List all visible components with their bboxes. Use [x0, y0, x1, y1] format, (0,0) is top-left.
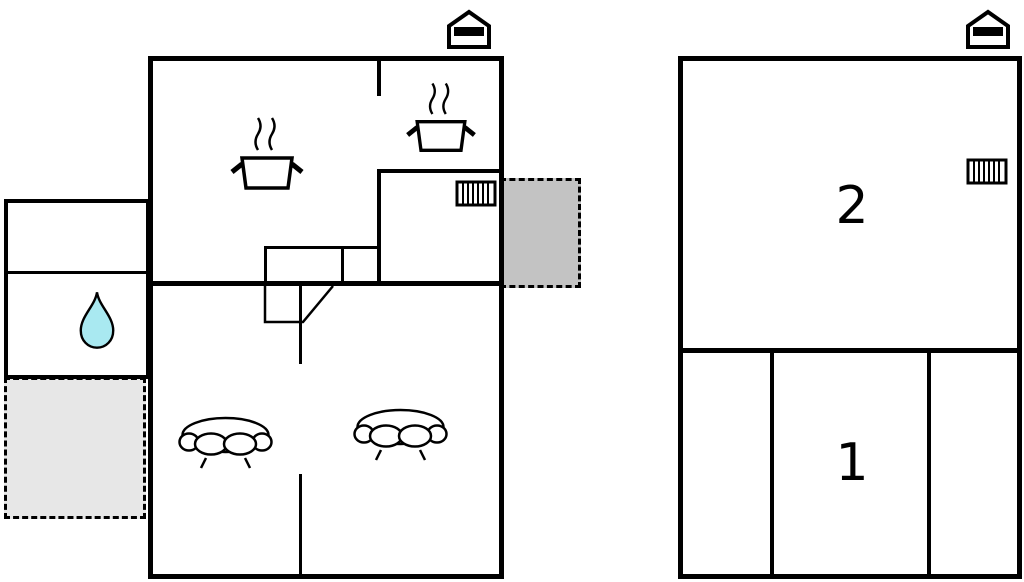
annex-room: [4, 199, 150, 379]
radiator-icon: [966, 158, 1008, 185]
room-label-2: 2: [835, 176, 869, 236]
wall: [299, 474, 302, 579]
cooking-pot-icon: [402, 74, 480, 156]
door-swing: [263, 284, 337, 326]
wall: [377, 169, 504, 173]
stairs: [264, 246, 380, 284]
wall: [678, 348, 1022, 353]
wall: [377, 169, 381, 285]
wall: [770, 353, 774, 579]
chimney-icon: [964, 8, 1012, 50]
terrace-area: [500, 178, 581, 288]
wall: [377, 56, 381, 96]
water-drop-icon: [76, 290, 118, 350]
chimney-icon: [445, 8, 493, 50]
room-label-1: 1: [835, 433, 869, 493]
cooking-pot-icon: [228, 108, 306, 194]
sofa-icon: [353, 400, 448, 462]
upper-floor-plan: [678, 56, 1022, 579]
terrace-area: [4, 377, 146, 519]
radiator-icon: [455, 180, 497, 207]
wall: [341, 246, 344, 284]
wall: [4, 271, 150, 274]
sofa-icon: [178, 408, 273, 470]
wall: [927, 353, 931, 579]
wall: [299, 286, 302, 364]
